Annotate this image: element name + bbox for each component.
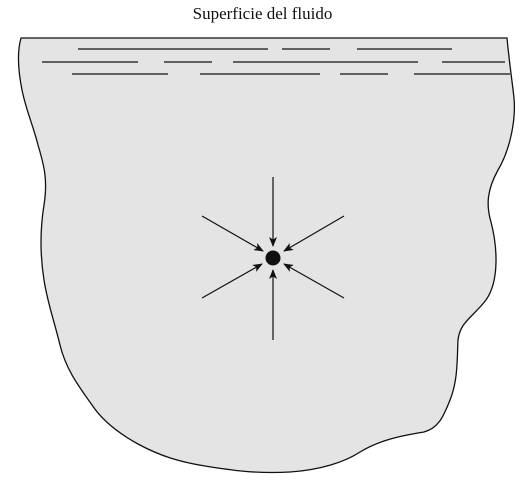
fluid-particle <box>266 251 281 266</box>
